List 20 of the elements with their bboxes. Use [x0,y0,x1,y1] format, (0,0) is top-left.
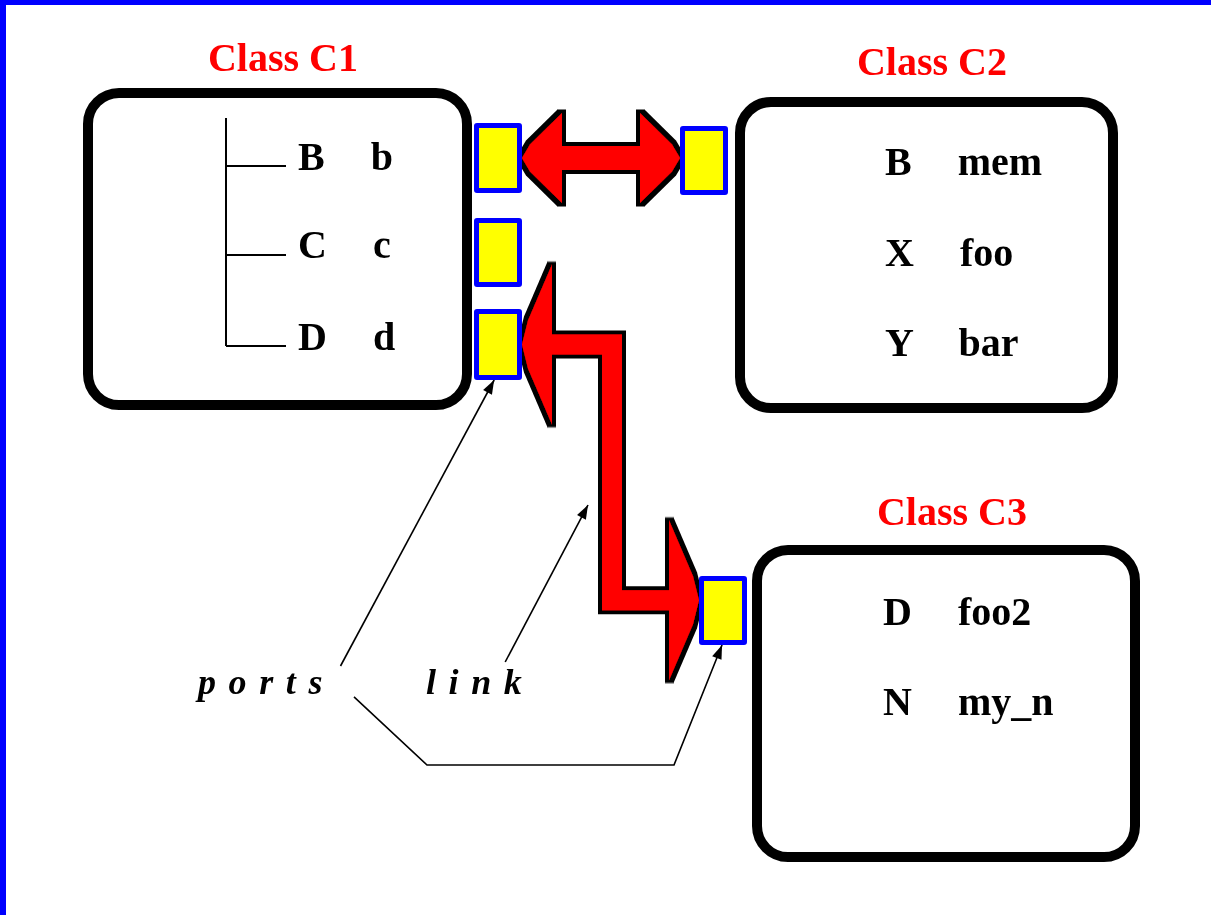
class-title: Class C1 [208,34,358,82]
class-title: Class C2 [857,38,1007,86]
member-declaration: D foo2 [883,590,1032,634]
member-declaration: B mem [885,140,1043,184]
leader-arrow [353,644,723,766]
member-declaration: D d [298,315,396,359]
class-title: Class C3 [877,488,1027,536]
port-box [474,123,522,193]
callout-text: link [426,662,535,702]
port-box [680,126,728,195]
member-declaration: N my_n [883,680,1054,724]
leader-arrow [339,379,495,667]
port-box [474,218,522,287]
port-box [699,576,747,645]
member-declaration: X foo [885,231,1014,275]
leader-arrow [504,504,589,663]
member-declaration: Y bar [885,321,1019,365]
port-box [474,309,522,380]
member-declaration: B b [298,135,393,179]
member-declaration: C c [298,223,391,267]
